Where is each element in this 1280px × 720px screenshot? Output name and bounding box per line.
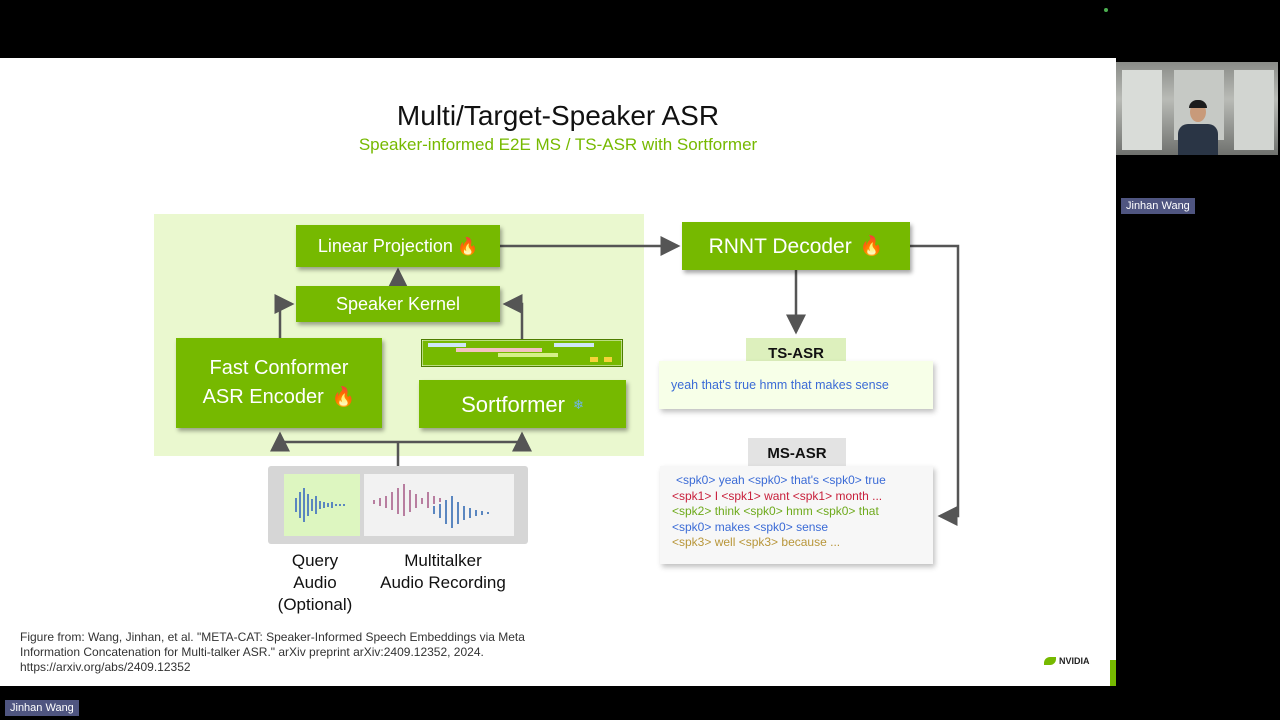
ms-asr-line: <spk0> makes <spk0> sense — [672, 519, 829, 534]
multitalker-audio-caption: Multitalker Audio Recording — [366, 550, 520, 594]
speaker-kernel-label: Speaker Kernel — [335, 293, 461, 314]
query-audio-waveform — [284, 474, 360, 536]
diarization-timeline — [421, 339, 623, 367]
figure-citation: Figure from: Wang, Jinhan, et al. "META-… — [20, 630, 525, 674]
waveform-icon — [295, 488, 345, 522]
audio-panel — [268, 466, 528, 544]
ms-asr-label: MS-ASR — [767, 444, 827, 462]
ms-asr-line: <spk2> think <spk0> hmm <spk0> that — [672, 504, 879, 518]
fire-icon: 🔥 — [456, 236, 479, 256]
ms-asr-line: <spk1> I <spk1> want <spk1> month ... — [672, 488, 883, 503]
caption-line: Multitalker — [404, 551, 482, 570]
slide-subtitle: Speaker-informed E2E MS / TS-ASR with So… — [358, 135, 758, 154]
ms-asr-line: <spk3> well <spk3> because ... — [672, 535, 841, 549]
nvidia-eye-icon — [1044, 657, 1056, 665]
snowflake-icon: ❄ — [573, 396, 584, 412]
query-audio-caption: Query Audio (Optional) — [262, 550, 368, 616]
participant-body — [1178, 124, 1218, 155]
ts-asr-label: TS-ASR — [768, 344, 824, 362]
participant-video-tile[interactable] — [1116, 62, 1278, 155]
caption-line: Audio Recording — [380, 573, 506, 592]
fire-icon: 🔥 — [859, 235, 884, 257]
slide-corner-accent — [1110, 660, 1116, 686]
video-window-light — [1122, 70, 1162, 150]
slide-title: Multi/Target-Speaker ASR — [396, 100, 720, 131]
linear-projection-label: Linear Projection — [317, 235, 453, 256]
ms-asr-output-box: <spk0> yeah <spk0> that's <spk0> true <s… — [660, 466, 933, 564]
participant-name-badge: Jinhan Wang — [1121, 198, 1195, 214]
asr-encoder-label-line2: ASR Encoder — [202, 386, 324, 408]
caption-line: (Optional) — [277, 595, 353, 614]
sortformer-block: Sortformer ❄ — [419, 380, 626, 428]
speaker-kernel-block: Speaker Kernel — [296, 286, 500, 322]
caption-line: Query — [291, 551, 339, 570]
video-window-light — [1234, 70, 1274, 150]
presenter-name-badge: Jinhan Wang — [5, 700, 79, 716]
caption-line: Audio — [293, 573, 337, 592]
ts-asr-output-text: yeah that's true hmm that makes sense — [671, 378, 889, 392]
shared-slide: Multi/Target-Speaker ASR Speaker-informe… — [0, 58, 1116, 686]
multitalker-audio-waveform — [364, 474, 514, 536]
nvidia-logo: NVIDIA — [1044, 656, 1090, 666]
nvidia-logo-text: NVIDIA — [1059, 656, 1090, 666]
ms-asr-line: <spk0> yeah <spk0> that's <spk0> true — [676, 473, 886, 487]
asr-encoder-block: Fast Conformer ASR Encoder 🔥 — [176, 338, 382, 428]
asr-encoder-label-line1: Fast Conformer — [209, 357, 349, 379]
waveform-icon — [373, 484, 489, 528]
participant-hair — [1189, 100, 1207, 108]
diagram-connectors — [270, 236, 960, 526]
fire-icon: 🔥 — [331, 387, 356, 408]
sortformer-label: Sortformer — [461, 391, 565, 417]
recording-indicator-dot — [1104, 8, 1108, 12]
ts-asr-output-box: yeah that's true hmm that makes sense — [659, 361, 933, 409]
ms-asr-tag: MS-ASR — [748, 438, 846, 468]
rnnt-decoder-block: RNNT Decoder 🔥 — [682, 222, 910, 270]
rnnt-decoder-label: RNNT Decoder — [708, 234, 852, 258]
linear-projection-block: Linear Projection 🔥 — [296, 225, 500, 267]
